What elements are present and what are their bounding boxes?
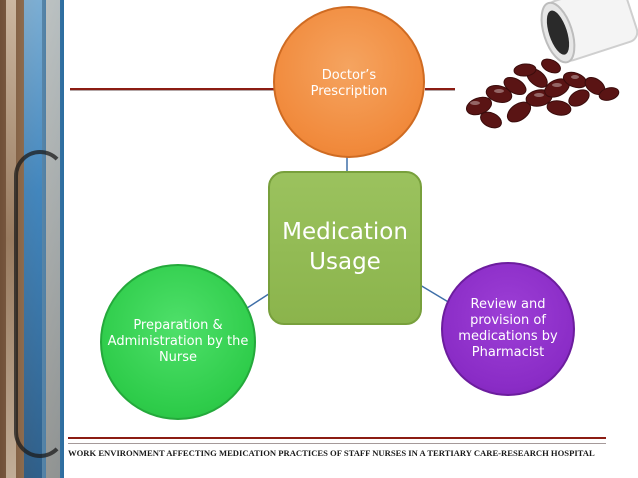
medication-usage-node: Medication Usage bbox=[268, 171, 422, 325]
pill-bottle-icon bbox=[465, 0, 638, 129]
top-rule-right bbox=[425, 88, 455, 91]
photo-stripe bbox=[24, 0, 42, 478]
footer-title: WORK ENVIRONMENT AFFECTING MEDICATION PR… bbox=[68, 448, 595, 458]
medication-usage-label: Medication Usage bbox=[282, 219, 408, 275]
top-rule-left bbox=[70, 88, 275, 91]
doctors-prescription-node: Doctor’s Prescription bbox=[273, 6, 425, 158]
pharmacist-review-node: Review and provision of medications by P… bbox=[441, 262, 575, 396]
photo-stripe bbox=[46, 0, 60, 478]
pharmacist-review-label: Review and provision of medications by P… bbox=[458, 296, 558, 361]
left-decorative-photo bbox=[0, 0, 64, 478]
nurse-administration-label: Preparation & Administration by the Nurs… bbox=[107, 317, 249, 366]
doctors-prescription-label: Doctor’s Prescription bbox=[310, 68, 388, 100]
footer-rule bbox=[68, 437, 606, 444]
stethoscope-cable-shape bbox=[14, 150, 64, 458]
nurse-administration-node: Preparation & Administration by the Nurs… bbox=[100, 264, 256, 420]
connector-right bbox=[419, 284, 451, 304]
photo-stripe bbox=[6, 0, 16, 478]
